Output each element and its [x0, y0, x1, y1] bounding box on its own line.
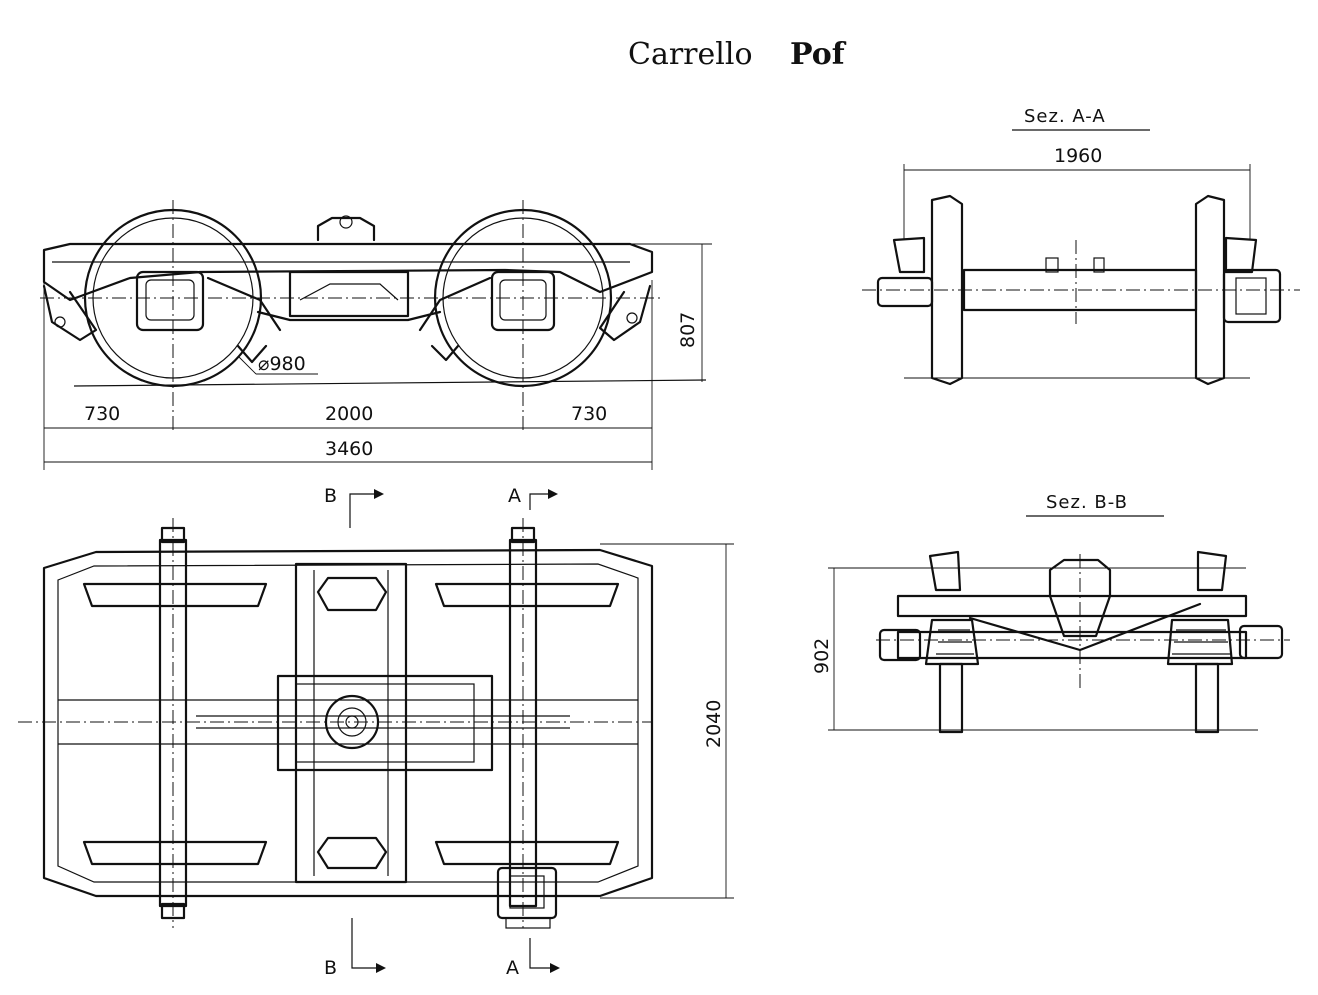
cut-marker-a-bottom: A: [506, 938, 560, 979]
cut-marker-b-bottom: B: [324, 918, 386, 979]
cut-marker-a-top: A: [508, 485, 558, 510]
dim-height-side: 807: [677, 312, 699, 348]
side-elevation-view: [40, 200, 707, 430]
title-main: Carrello: [628, 37, 753, 72]
dim-overhang-right: 730: [571, 403, 607, 425]
dim-overhang-left: 730: [84, 403, 120, 425]
section-bb-label: Sez. B-B: [1046, 492, 1128, 513]
plan-view: B A B A: [18, 485, 654, 979]
svg-text:B: B: [324, 957, 337, 979]
side-dimensions: 730 2000 730 3460 807 ⌀980: [43, 243, 712, 470]
dim-width-plan: 2040: [703, 700, 725, 748]
title: Carrello Pof: [628, 37, 847, 72]
dim-height-bb: 902: [811, 638, 833, 674]
section-aa-label: Sez. A-A: [1024, 106, 1106, 127]
plan-dimensions: 2040: [600, 543, 734, 899]
section-bb-view: Sez. B-B 902: [811, 492, 1290, 734]
dim-overall-length: 3460: [325, 438, 373, 460]
svg-text:A: A: [508, 485, 521, 507]
svg-text:A: A: [506, 957, 519, 979]
dim-gauge-aa: 1960: [1054, 145, 1102, 167]
svg-text:B: B: [324, 485, 337, 507]
dim-wheelbase: 2000: [325, 403, 373, 425]
cut-marker-b-top: B: [324, 485, 384, 528]
dim-wheel-diameter: ⌀980: [258, 353, 306, 375]
title-model: Pof: [790, 37, 847, 72]
section-aa-view: Sez. A-A 1960: [862, 106, 1300, 386]
